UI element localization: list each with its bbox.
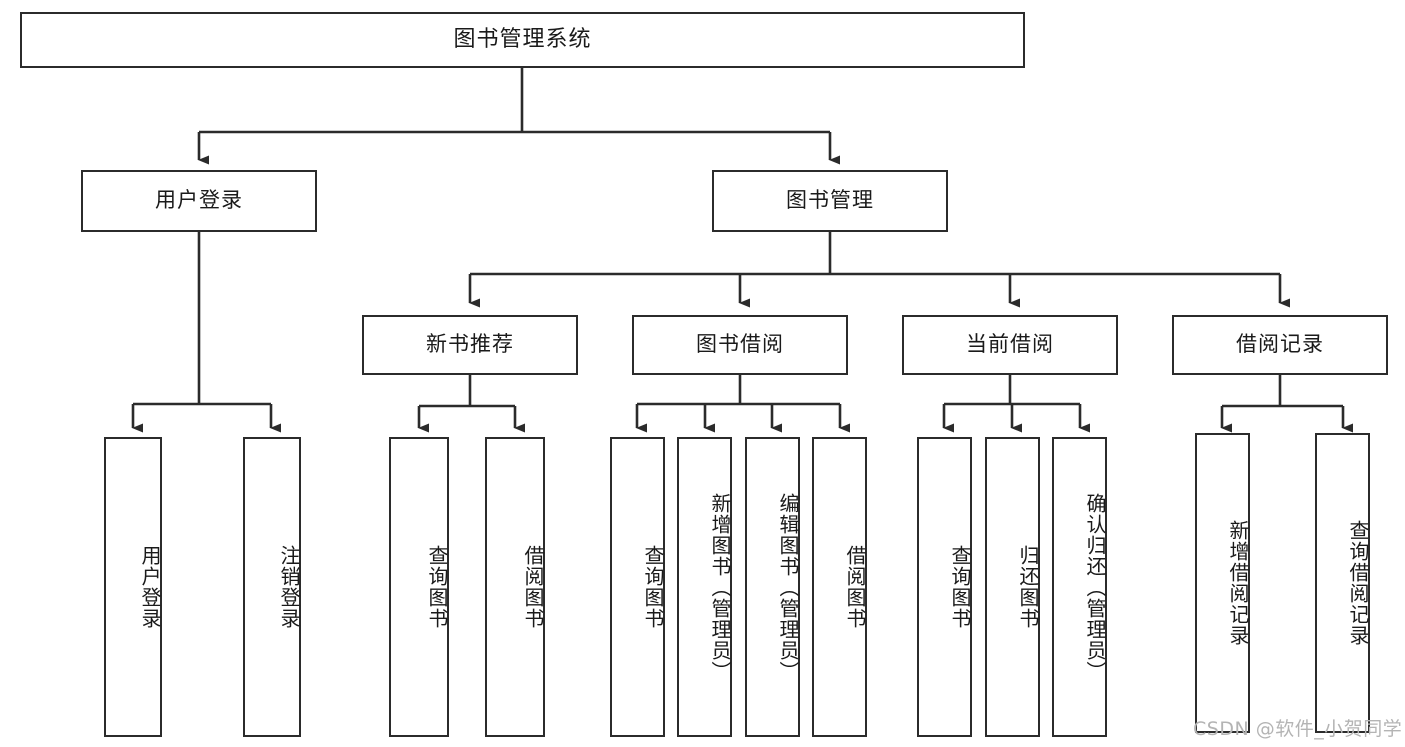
leaf-current-borrow-confirm-return-admin[interactable]: 确认归还（管理员） xyxy=(1052,437,1107,737)
node-new-book-recommend[interactable]: 新书推荐 xyxy=(362,315,578,375)
leaf-book-borrow-borrow-book[interactable]: 借阅图书 xyxy=(812,437,867,737)
node-label: 图书管理系统 xyxy=(453,26,592,52)
node-label: 用户登录 xyxy=(155,188,243,213)
node-label: 确认归还（管理员） xyxy=(1083,492,1107,682)
leaf-current-borrow-return-book[interactable]: 归还图书 xyxy=(985,437,1040,737)
leaf-book-borrow-query-book[interactable]: 查询图书 xyxy=(610,437,665,737)
leaf-current-borrow-query-book[interactable]: 查询图书 xyxy=(917,437,972,737)
node-label: 查询图书 xyxy=(425,545,449,629)
node-label: 借阅记录 xyxy=(1236,332,1324,357)
node-label: 新增图书（管理员） xyxy=(708,492,732,682)
node-root-book-management-system[interactable]: 图书管理系统 xyxy=(20,12,1025,68)
node-label: 用户登录 xyxy=(138,545,162,629)
leaf-book-borrow-add-book-admin[interactable]: 新增图书（管理员） xyxy=(677,437,732,737)
node-label: 编辑图书（管理员） xyxy=(776,492,800,682)
leaf-book-borrow-edit-book-admin[interactable]: 编辑图书（管理员） xyxy=(745,437,800,737)
node-book-management[interactable]: 图书管理 xyxy=(712,170,948,232)
csdn-watermark: CSDN @软件_小贺同学 xyxy=(1193,714,1402,741)
leaf-new-book-borrow-book[interactable]: 借阅图书 xyxy=(485,437,545,737)
node-label: 借阅图书 xyxy=(521,545,545,629)
leaf-user-login-login[interactable]: 用户登录 xyxy=(104,437,162,737)
node-label: 当前借阅 xyxy=(966,332,1054,357)
node-label: 归还图书 xyxy=(1016,545,1040,629)
leaf-user-login-logout[interactable]: 注销登录 xyxy=(243,437,301,737)
node-label: 借阅图书 xyxy=(843,545,867,629)
node-book-borrow[interactable]: 图书借阅 xyxy=(632,315,848,375)
leaf-borrow-record-add-record[interactable]: 新增借阅记录 xyxy=(1195,433,1250,733)
node-borrow-record[interactable]: 借阅记录 xyxy=(1172,315,1388,375)
node-label: 查询图书 xyxy=(641,545,665,629)
node-label: 查询图书 xyxy=(948,545,972,629)
node-label: 图书借阅 xyxy=(696,332,784,357)
node-label: 图书管理 xyxy=(786,188,874,213)
watermark-text: CSDN @软件_小贺同学 xyxy=(1193,718,1403,740)
node-user-login[interactable]: 用户登录 xyxy=(81,170,317,232)
node-label: 新增借阅记录 xyxy=(1226,520,1250,646)
node-label: 查询借阅记录 xyxy=(1346,520,1370,646)
node-current-borrow[interactable]: 当前借阅 xyxy=(902,315,1118,375)
node-label: 注销登录 xyxy=(277,545,301,629)
node-label: 新书推荐 xyxy=(426,332,514,357)
leaf-borrow-record-query-record[interactable]: 查询借阅记录 xyxy=(1315,433,1370,733)
leaf-new-book-query-book[interactable]: 查询图书 xyxy=(389,437,449,737)
